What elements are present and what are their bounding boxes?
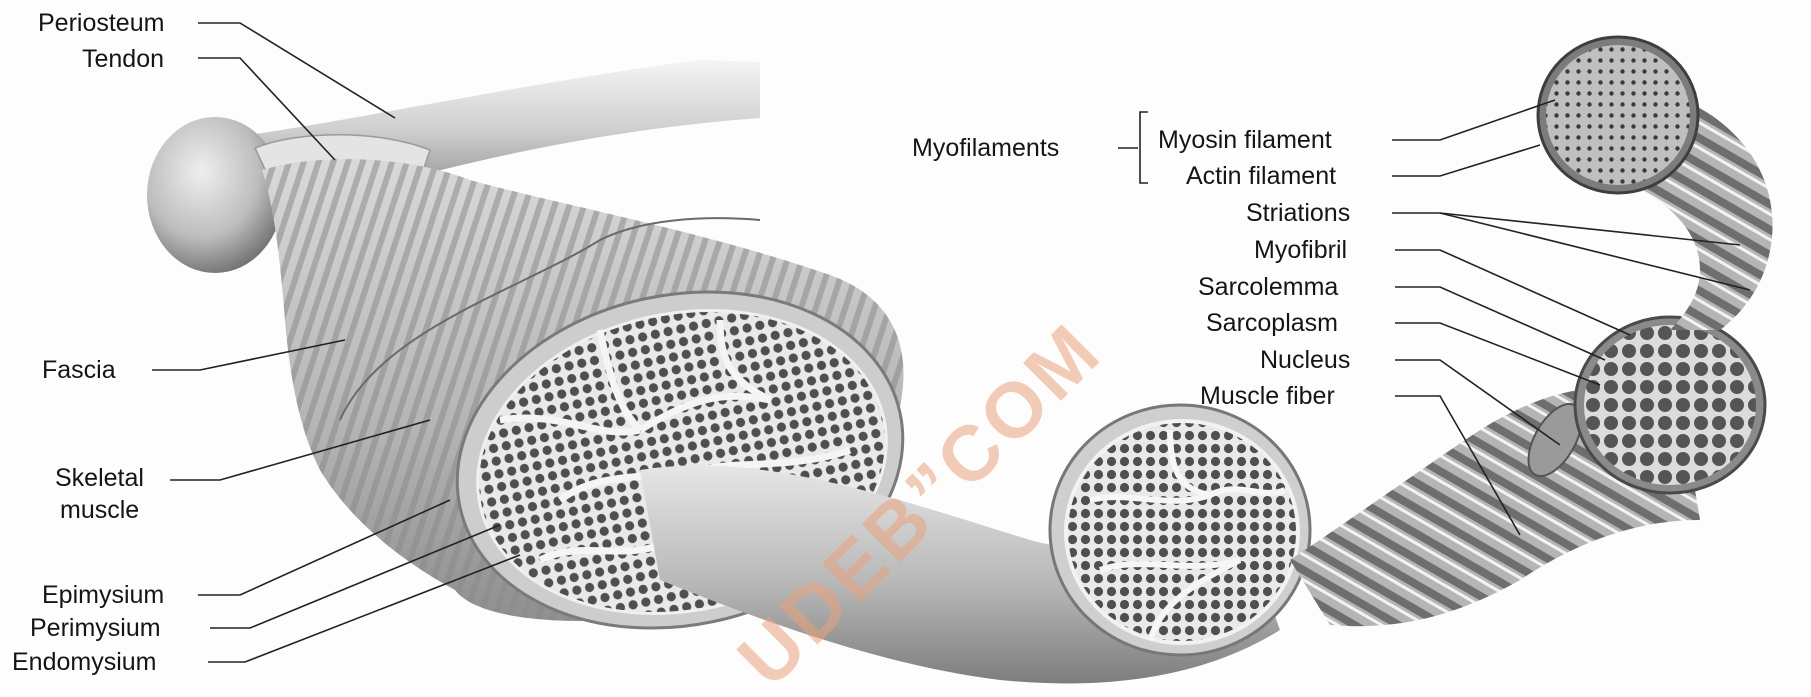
label-tendon: Tendon: [82, 45, 164, 73]
label-epimysium: Epimysium: [42, 581, 164, 609]
myofilaments-bracket: [1118, 112, 1148, 183]
label-sarcoplasm: Sarcoplasm: [1206, 309, 1338, 337]
myofibril-bundle: [1584, 325, 1756, 485]
label-striations: Striations: [1246, 199, 1350, 227]
label-sarcolemma: Sarcolemma: [1198, 273, 1338, 301]
label-myofilaments: Myofilaments: [912, 134, 1059, 162]
label-skeletal-muscle-line1: Skeletal: [55, 464, 144, 492]
label-myosin-filament: Myosin filament: [1158, 126, 1332, 154]
label-endomysium: Endomysium: [12, 648, 157, 676]
label-fascia: Fascia: [42, 356, 116, 384]
label-perimysium: Perimysium: [30, 614, 161, 642]
myofilament-lattice: [1546, 45, 1690, 185]
label-myofibril: Myofibril: [1254, 236, 1347, 264]
label-nucleus: Nucleus: [1260, 346, 1350, 374]
bone-head: [147, 117, 283, 273]
fascicle-fibers: [1068, 423, 1296, 641]
label-muscle-fiber: Muscle fiber: [1200, 382, 1335, 410]
label-periosteum: Periosteum: [38, 9, 164, 37]
label-skeletal-muscle-line2: muscle: [60, 496, 139, 524]
label-actin-filament: Actin filament: [1186, 162, 1336, 190]
